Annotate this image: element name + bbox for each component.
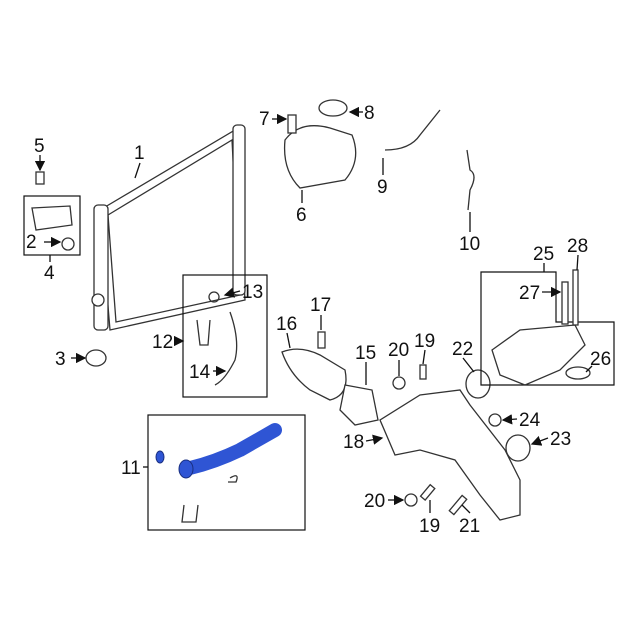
callout-27: 27 xyxy=(519,283,540,304)
callout-14: 14 xyxy=(189,362,211,383)
radiator xyxy=(91,124,246,331)
callout-2: 2 xyxy=(26,232,37,253)
callout-25: 25 xyxy=(533,244,554,265)
callout-24: 24 xyxy=(519,410,541,431)
callout-11: 11 xyxy=(121,458,141,479)
hose-end xyxy=(178,459,194,479)
callout-12: 12 xyxy=(152,332,173,353)
o-ring-blue xyxy=(155,450,165,464)
bolt-17 xyxy=(317,331,326,349)
seal-26 xyxy=(565,366,591,380)
callout-21: 21 xyxy=(459,516,480,537)
o-ring-23 xyxy=(505,434,531,462)
bolt-28 xyxy=(572,269,579,326)
callout-16: 16 xyxy=(276,314,297,335)
thermostat-15 xyxy=(339,384,379,426)
callout-20-top: 20 xyxy=(388,340,409,361)
outlet-16 xyxy=(281,348,347,401)
callout-20-bottom: 20 xyxy=(364,491,385,512)
part-box-4 xyxy=(23,195,81,256)
callout-labels: 1 2 3 4 5 6 7 8 9 10 11 12 13 14 15 16 1… xyxy=(26,103,611,537)
callout-1: 1 xyxy=(134,143,145,164)
bolt-21 xyxy=(448,494,468,516)
callout-6: 6 xyxy=(296,205,307,226)
callout-7: 7 xyxy=(259,109,270,130)
clamp-13 xyxy=(208,291,220,303)
hose-14 xyxy=(214,311,238,386)
gasket-22 xyxy=(465,369,491,399)
nut-20 xyxy=(392,376,406,390)
highlighted-hose-11 xyxy=(183,423,282,475)
callout-5: 5 xyxy=(34,136,45,157)
callout-9: 9 xyxy=(377,177,388,198)
connector-tube xyxy=(491,324,586,386)
hose-10 xyxy=(466,149,475,211)
callout-19-top: 19 xyxy=(414,331,435,352)
plug-3 xyxy=(85,349,107,367)
callout-10: 10 xyxy=(459,234,480,255)
callout-17: 17 xyxy=(310,295,331,316)
nut-24 xyxy=(488,413,502,427)
part-box-11 xyxy=(147,414,306,531)
bracket xyxy=(31,205,73,231)
stud-19 xyxy=(419,364,427,380)
nut-20b xyxy=(404,493,418,507)
coolant-reservoir xyxy=(283,99,357,189)
part-box-25 xyxy=(480,271,615,386)
grommet xyxy=(61,237,75,251)
callout-15: 15 xyxy=(355,343,376,364)
stud-19b xyxy=(419,483,436,501)
callout-18: 18 xyxy=(343,432,364,453)
hose-9 xyxy=(384,109,441,151)
callout-8: 8 xyxy=(364,103,375,124)
callout-22: 22 xyxy=(452,339,473,360)
clamp-u xyxy=(196,319,211,346)
leader-lines xyxy=(34,106,593,514)
callout-28: 28 xyxy=(567,236,588,257)
clamp-u-2 xyxy=(181,504,199,523)
bolt-27 xyxy=(561,281,569,325)
clip xyxy=(228,475,238,483)
callout-13: 13 xyxy=(242,282,263,303)
callout-23: 23 xyxy=(550,429,571,450)
callout-4: 4 xyxy=(44,263,55,284)
bolt-5 xyxy=(35,171,45,185)
callout-19-bottom: 19 xyxy=(419,516,440,537)
callout-26: 26 xyxy=(590,349,611,370)
callout-3: 3 xyxy=(55,349,66,370)
water-outlet-housing-18 xyxy=(379,389,521,521)
